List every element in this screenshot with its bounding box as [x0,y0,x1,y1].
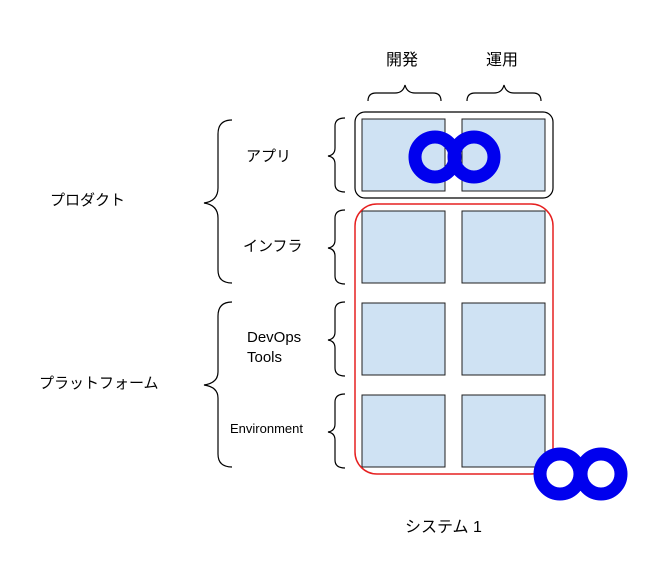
row-label-devops-line2: Tools [247,349,283,366]
group-label-platform: プラットフォーム [39,375,159,392]
infra-row-brace [327,209,346,285]
red-system-outline [354,203,554,475]
devops-row-brace [327,301,346,377]
row-label-devops: DevOps Tools [247,328,327,368]
app-row-outline [354,111,554,199]
platform-group-brace [203,301,233,468]
column-label-ops: 運用 [486,52,519,69]
ops-column-brace [466,84,542,102]
row-label-environment: Environment [230,421,303,436]
row-label-devops-line1: DevOps [247,329,302,346]
dev-column-brace [367,84,442,102]
ring-icon-right-upper [447,130,501,184]
cell-environment-dev [361,394,446,468]
diagram-caption: システム 1 [405,519,482,536]
ring-icon-right-lower [574,447,628,501]
group-label-product: プロダクト [50,192,126,209]
product-group-brace [203,119,233,284]
cell-infra-ops [461,210,546,284]
column-label-dev: 開発 [386,52,419,69]
row-label-app: アプリ [246,148,292,165]
environment-row-brace [327,393,346,469]
app-row-brace [327,117,346,193]
cell-devops-dev [361,302,446,376]
row-label-infra: インフラ [243,238,303,255]
cell-devops-ops [461,302,546,376]
cell-infra-dev [361,210,446,284]
cell-environment-ops [461,394,546,468]
ring-icon-left-lower [533,447,587,501]
